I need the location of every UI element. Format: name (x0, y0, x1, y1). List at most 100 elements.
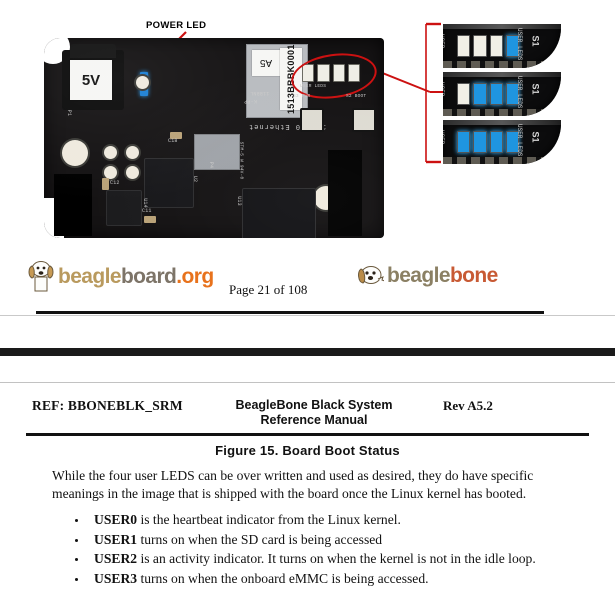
test-pad-4 (126, 166, 139, 179)
bullet-text-user3: turns on when the onboard eMMC is being … (137, 570, 429, 586)
bullet-term-user2: USER2 (94, 551, 138, 566)
inset-bottom-connector-1 (443, 61, 561, 68)
boot-button (352, 108, 376, 132)
silk-user-leds: USER LEDS (300, 84, 327, 89)
inset-silk-user-1: USER (443, 34, 445, 49)
inset-edge-highlight-2 (443, 72, 561, 77)
board-revision-sticker: A5 (252, 50, 280, 76)
expansion-header-p9 (328, 150, 362, 236)
body-paragraph: While the four user LEDS can be over wri… (52, 468, 534, 501)
beaglebone-logo-part2: bone (449, 264, 498, 287)
beagle-dog-icon (28, 261, 54, 292)
power-led-callout-label: POWER LED (146, 20, 207, 31)
silk-u14: U14 (141, 198, 148, 208)
led-inset-boot-stage-1: USER USER LEDS S1 (443, 24, 561, 68)
silk-11bbnl: 11BBNL (250, 90, 270, 96)
footer-rule (36, 311, 544, 314)
user-led-bank (302, 64, 360, 82)
document-page: REF: BBONEBLK_SRM BeagleBone Black Syste… (0, 383, 615, 600)
inset3-led-1 (473, 131, 487, 153)
beaglebone-black-board: 5V A5 1513BBBK0001 10/100 Ethernet K-PP … (44, 38, 384, 238)
list-item: USER3 turns on when the onboard eMMC is … (88, 570, 615, 589)
user-led-description-list: USER0 is the heartbeat indicator from th… (60, 511, 615, 589)
inset-led-bank-2 (457, 83, 519, 105)
capacitor-c18 (170, 132, 182, 139)
inset1-led-0 (457, 35, 471, 57)
inset2-led-2 (489, 83, 503, 105)
silk-u2: U2 (192, 175, 199, 183)
inset1-led-1 (473, 35, 487, 57)
inset-silk-s1-1: S1 (530, 35, 541, 47)
jack-voltage-sticker: 5V (70, 60, 112, 100)
document-title: BeagleBone Black System Reference Manual (235, 398, 393, 427)
inset-silk-userleds-1: USER LEDS (516, 28, 523, 61)
silk-c11: C11 (142, 208, 152, 214)
bullet-text-user2: is an activity indicator. It turns on wh… (137, 551, 536, 566)
inset-led-bank-1 (457, 35, 519, 57)
list-item: USER2 is an activity indicator. It turns… (88, 550, 615, 569)
page-separator-black-bar (0, 348, 615, 356)
inset-edge-highlight-3 (443, 120, 561, 125)
test-pad-3 (104, 166, 117, 179)
beagleboard-logo: beagle board .org (28, 260, 214, 294)
test-pad-1 (104, 146, 117, 159)
inset2-led-3 (505, 83, 519, 105)
silk-kpp: K-PP (244, 98, 257, 104)
inset2-led-0 (457, 83, 471, 105)
chip-u2 (144, 158, 194, 208)
inset-led-bank-3 (457, 131, 519, 153)
page-boundary-line-top (0, 315, 615, 316)
list-item: USER0 is the heartbeat indicator from th… (88, 511, 615, 530)
inset-edge-highlight-1 (443, 24, 561, 29)
capacitor-c11 (144, 216, 156, 223)
bullet-term-user3: USER3 (94, 570, 138, 586)
beagleboard-logo-part3: .org (176, 265, 214, 288)
bullet-term-user0: USER0 (94, 512, 138, 527)
chip-u13-processor (242, 188, 316, 238)
inset-bottom-connector-3 (443, 157, 561, 164)
user-led-2 (332, 64, 345, 82)
inset-silk-user-2: USER (443, 82, 445, 97)
expansion-header-p8 (54, 174, 92, 236)
inset1-led-3 (505, 35, 519, 57)
mounting-hole-top-left (136, 76, 149, 89)
inset-silk-userleds-3: USER LEDS (516, 124, 523, 157)
silk-stm: STM-5 W 94V-0 (238, 141, 244, 180)
inset-silk-user-3: USER (443, 130, 445, 145)
page-footer-band: beagle board .org Page 21 of 108 beagle … (0, 248, 615, 310)
inset1-led-2 (489, 35, 503, 57)
mounting-hole-bottom-left (62, 140, 88, 166)
silk-u13: U13 (235, 196, 242, 206)
page-boundary-line-bottom (0, 382, 615, 383)
usb-host-port (194, 134, 240, 170)
inset3-led-3 (505, 131, 519, 153)
bullet-text-user0: is the heartbeat indicator from the Linu… (137, 512, 401, 527)
silk-p1: P1 (66, 109, 73, 117)
chip-u14 (106, 190, 142, 226)
user-led-3 (347, 64, 360, 82)
board-photo-figure: POWER LED 5V A5 1513BBBK0001 10/100 Ethe… (0, 0, 615, 248)
figure-caption: Figure 15. Board Boot Status (215, 443, 400, 458)
led-inset-boot-stage-2: USER USER LEDS S1 (443, 72, 561, 116)
silk-c12: C12 (110, 180, 120, 186)
beagleboard-logo-part2: board (120, 265, 177, 288)
power-button (300, 108, 324, 132)
inset3-led-0 (457, 131, 471, 153)
document-ref-label: REF: BBONEBLK_SRM (32, 398, 183, 413)
silk-s2: S2 BOOT (346, 94, 367, 99)
beaglebone-logo: beagle bone (358, 264, 498, 288)
inset-silk-s1-3: S1 (530, 131, 541, 143)
bullet-text-user1: turns on when the SD card is being acces… (137, 531, 383, 547)
beaglebone-dog-icon (358, 266, 384, 284)
inset-silk-s1-2: S1 (530, 83, 541, 95)
document-revision: Rev A5.2 (443, 398, 493, 413)
user-led-1 (317, 64, 330, 82)
capacitor-c12 (102, 178, 109, 190)
silk-s3: S3 PWR (293, 94, 311, 99)
led-inset-boot-stage-3: USER USER LEDS S1 (443, 120, 561, 164)
beagleboard-logo-part1: beagle (58, 265, 122, 288)
inset2-led-1 (473, 83, 487, 105)
inset3-led-2 (489, 131, 503, 153)
silk-p4: P4 (208, 161, 215, 169)
bullet-term-user1: USER1 (94, 531, 138, 547)
